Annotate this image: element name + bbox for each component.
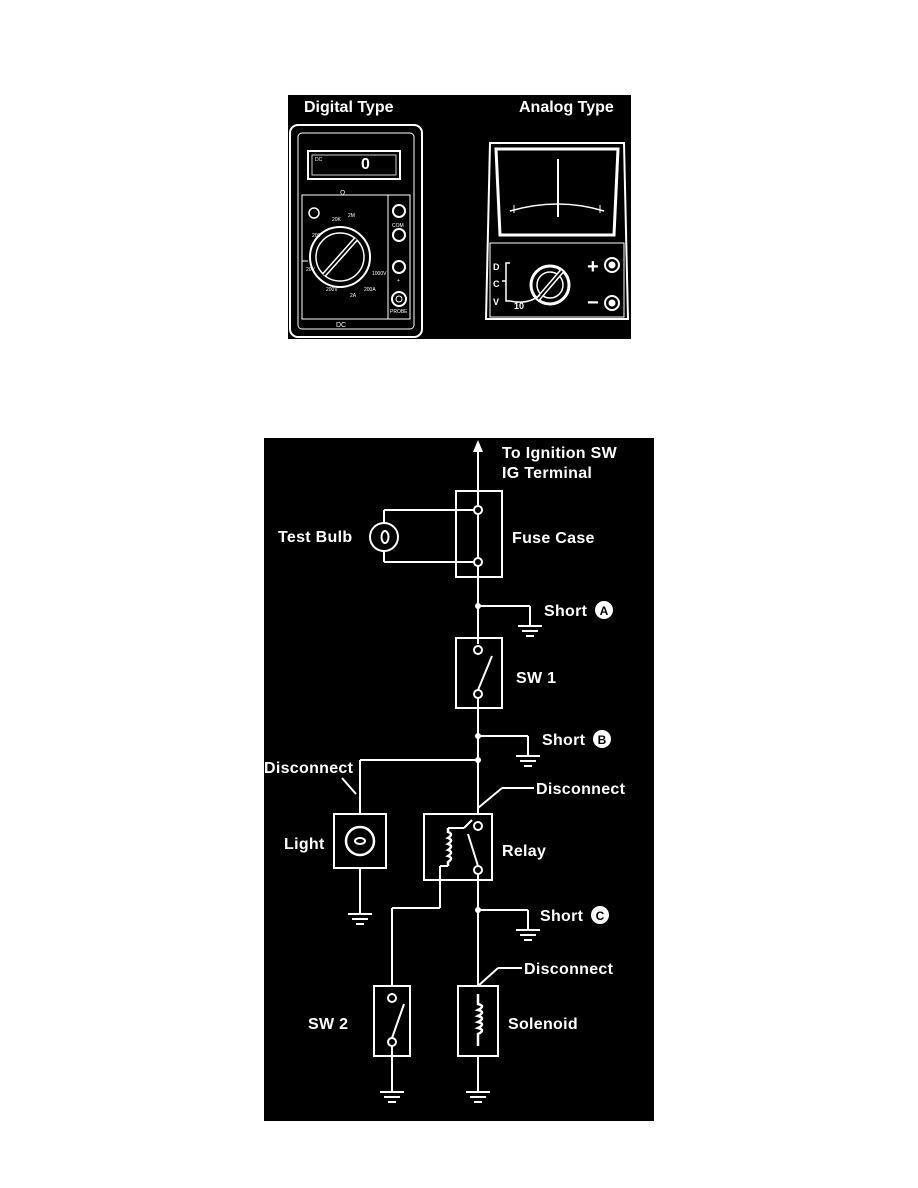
light-label: Light [284, 836, 325, 853]
solenoid-coil [474, 994, 484, 1046]
analog-label-v: V [493, 297, 499, 307]
jack-com[interactable] [392, 228, 406, 242]
test-bulb-symbol [369, 522, 399, 552]
circuit-diagram: To Ignition SW IG Terminal Test Bulb Fus… [264, 438, 654, 1121]
test-bulb-label: Test Bulb [278, 529, 352, 546]
meter-mode-label: DC [336, 322, 346, 329]
light-box [333, 813, 387, 869]
analog-minus-label: − [587, 292, 599, 314]
range-label-20v: 20V [306, 267, 316, 273]
short-a-label: Short [544, 603, 588, 620]
range-label-200: 200 [312, 233, 321, 239]
jack-probe[interactable] [391, 291, 407, 307]
marker-a-icon [595, 601, 613, 619]
analog-gauge-window [494, 147, 620, 237]
lcd-reading: 0 [361, 156, 370, 173]
analog-type-title: Analog Type [519, 99, 614, 116]
fuse-case-label: Fuse Case [512, 530, 595, 547]
short-a-mark: A [600, 604, 609, 618]
disconnect-relay-label: Disconnect [536, 781, 626, 798]
port-label-plus: + [397, 278, 400, 284]
range-label-1000v: 1000V [372, 271, 387, 277]
ohm-mode-label: Ω [340, 190, 345, 197]
range-label-20k: 20K [332, 217, 342, 223]
port-label-probe: PROBE [390, 309, 408, 315]
junction-dots [475, 603, 481, 913]
digital-multimeter [289, 124, 423, 338]
ig-terminal-label: IG Terminal [502, 465, 592, 482]
plus-terminal[interactable] [604, 257, 620, 273]
marker-c-icon [591, 906, 609, 924]
multimeter-illustration: Digital Type Analog Type 0 DC [288, 95, 631, 339]
analog-multimeter [484, 142, 630, 320]
lcd-mode-label: DC [315, 157, 323, 163]
solenoid-label: Solenoid [508, 1016, 578, 1033]
short-c-mark: C [596, 909, 605, 923]
short-b-label: Short [542, 732, 586, 749]
wiring-diagram: To Ignition SW IG Terminal Test Bulb Fus… [264, 440, 626, 1103]
marker-b-icon [593, 730, 611, 748]
relay-label: Relay [502, 843, 546, 860]
sw1-label: SW 1 [516, 670, 556, 687]
range-label-2a: 2A [350, 293, 357, 299]
jack-top[interactable] [392, 204, 406, 218]
analog-range-10: 10 [514, 301, 524, 311]
up-arrow-icon [473, 440, 483, 452]
short-b-mark: B [598, 733, 607, 747]
analog-label-c: C [493, 279, 500, 289]
range-label-2m: 2M [348, 213, 355, 219]
disconnect-light-label: Disconnect [264, 760, 354, 777]
minus-terminal[interactable] [604, 295, 620, 311]
analog-plus-label: + [587, 256, 599, 278]
jack-plus[interactable] [392, 260, 406, 274]
lcd-display [307, 150, 401, 180]
digital-type-title: Digital Type [304, 99, 394, 116]
port-label-com: COM [392, 223, 404, 229]
short-c-label: Short [540, 908, 584, 925]
ignition-sw-label: To Ignition SW [502, 445, 618, 462]
multimeter-figure: Digital Type Analog Type 0 DC [289, 99, 630, 338]
circuit-wires [333, 448, 542, 1103]
disconnect-solenoid-label: Disconnect [524, 961, 614, 978]
range-label-200v: 200V [326, 287, 338, 293]
relay-box [423, 813, 493, 881]
range-label-200a: 200A [364, 287, 376, 293]
analog-range-knob[interactable] [529, 264, 571, 306]
rotary-selector-dial[interactable] [309, 226, 371, 288]
analog-label-d: D [493, 262, 500, 272]
relay-coil [445, 828, 453, 866]
sw2-label: SW 2 [308, 1016, 348, 1033]
